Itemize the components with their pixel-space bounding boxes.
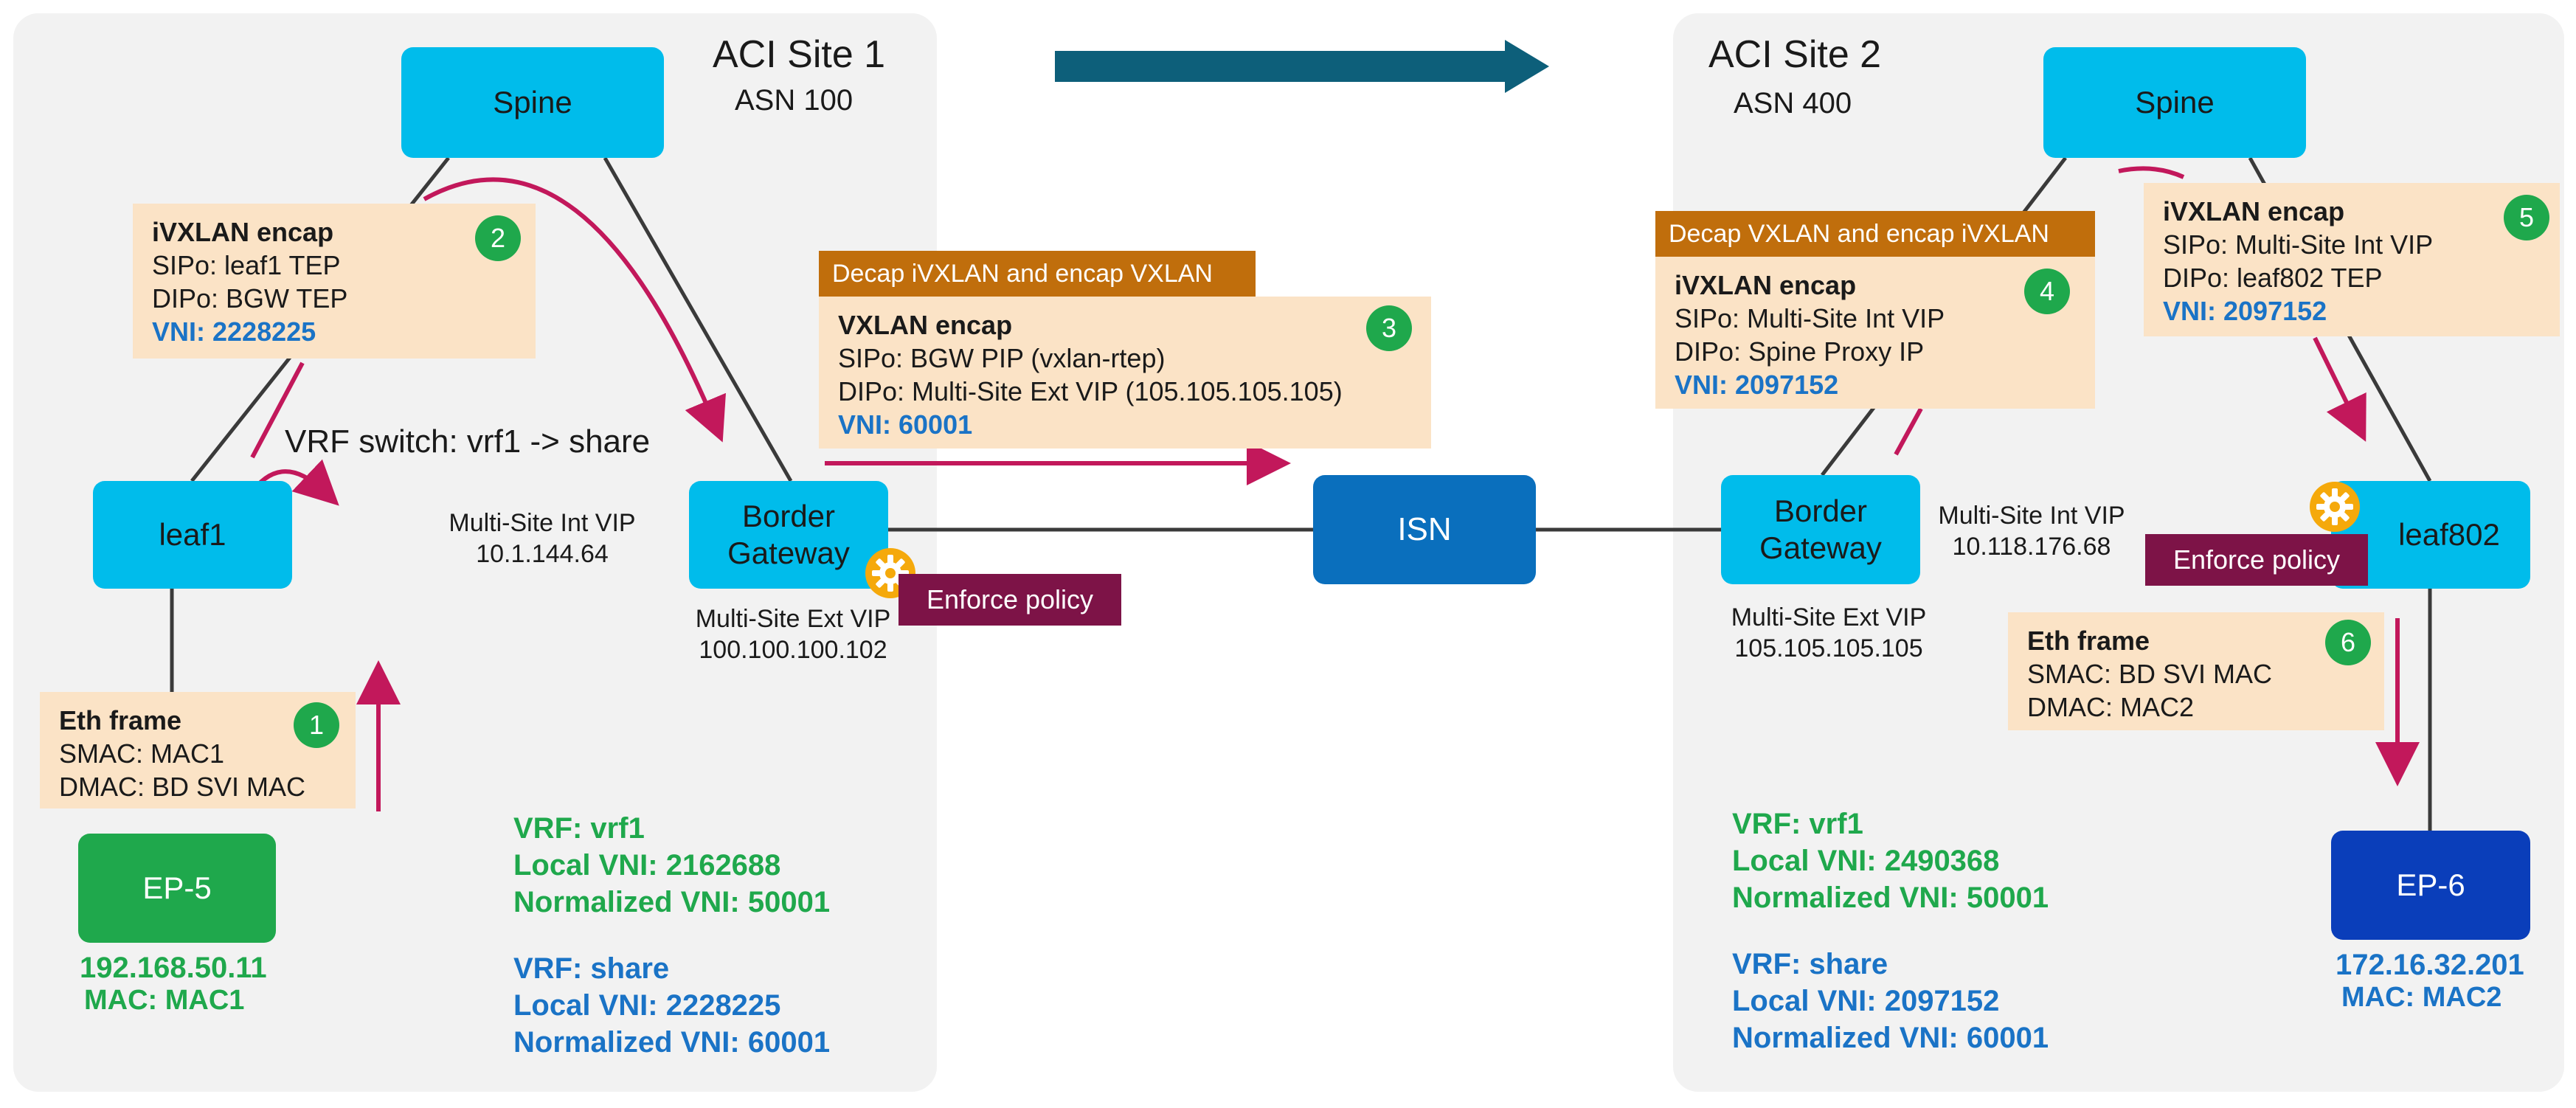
site1-title: ACI Site 1 xyxy=(713,33,886,76)
step4-line2: DIPo: Spine Proxy IP xyxy=(1675,336,1925,367)
site1-leaf1[interactable]: leaf1 xyxy=(93,481,292,589)
step2-line1: SIPo: leaf1 TEP xyxy=(152,250,341,280)
site1-asn: ASN 100 xyxy=(735,84,854,117)
site2-ext-vip: Multi-Site Ext VIP 105.105.105.105 xyxy=(1707,602,1950,664)
ep5-ip: 192.168.50.11 xyxy=(80,952,267,984)
step4-badge: 4 xyxy=(2024,269,2070,314)
step5-badge: 5 xyxy=(2504,195,2549,240)
flow-arrow-spine2 xyxy=(2118,166,2185,179)
site2-ext-vip-value: 105.105.105.105 xyxy=(1734,634,1923,662)
flow-arrow-step5 xyxy=(2313,336,2366,442)
step3-header: Decap iVXLAN and encap VXLAN xyxy=(819,251,1256,297)
site1-enforce-policy: Enforce policy xyxy=(899,574,1121,626)
step5-vni: VNI: 2097152 xyxy=(2163,296,2327,326)
step2-line2: DIPo: BGW TEP xyxy=(152,283,348,314)
step6-panel: Eth frame SMAC: BD SVI MAC DMAC: MAC2 xyxy=(2008,612,2384,730)
step6-title: Eth frame xyxy=(2027,626,2150,656)
site2-vrf1-name: VRF: vrf1 xyxy=(1732,808,1863,840)
step4-title: iVXLAN encap xyxy=(1675,270,1857,300)
link-spine1-bgw1 xyxy=(603,156,793,482)
step1-title: Eth frame xyxy=(59,705,182,735)
site2-share-info: VRF: share Local VNI: 2097152 Normalized… xyxy=(1732,946,2049,1056)
step4-vni: VNI: 2097152 xyxy=(1675,370,1839,400)
ep5-info: 192.168.50.11 MAC: MAC1 xyxy=(80,952,267,1017)
site2-int-vip-label: Multi-Site Int VIP xyxy=(1938,502,2125,530)
step3-vni: VNI: 60001 xyxy=(838,409,973,440)
site2-ext-vip-label: Multi-Site Ext VIP xyxy=(1731,603,1927,631)
vrf-switch-label: VRF switch: vrf1 -> share xyxy=(285,423,651,460)
site2-vrf1-local-vni: Local VNI: 2490368 xyxy=(1732,845,2000,877)
step6-line1: SMAC: BD SVI MAC xyxy=(2027,659,2273,689)
site2-border-gateway-label: Border Gateway xyxy=(1759,493,1882,565)
site1-vrf1-name: VRF: vrf1 xyxy=(513,812,645,845)
site2-leaf802[interactable]: leaf802 xyxy=(2331,481,2530,589)
step1-line1: SMAC: MAC1 xyxy=(59,738,225,769)
site2-enforce-policy: Enforce policy xyxy=(2145,534,2368,586)
site2-border-gateway[interactable]: Border Gateway xyxy=(1721,475,1920,584)
ep6-info: 172.16.32.201 MAC: MAC2 xyxy=(2336,949,2524,1014)
site1-vrf1-info: VRF: vrf1 Local VNI: 2162688 Normalized … xyxy=(513,810,830,921)
step3-line1: SIPo: BGW PIP (vxlan-rtep) xyxy=(838,343,1166,373)
site1-ext-vip: Multi-Site Ext VIP 100.100.100.102 xyxy=(671,603,915,665)
ep6-ip: 172.16.32.201 xyxy=(2336,949,2524,981)
step3-title: VXLAN encap xyxy=(838,310,1013,340)
step2-title: iVXLAN encap xyxy=(152,217,334,247)
site1-ext-vip-label: Multi-Site Ext VIP xyxy=(695,605,891,633)
step3-panel: VXLAN encap SIPo: BGW PIP (vxlan-rtep) D… xyxy=(819,297,1431,449)
site1-int-vip-value: 10.1.144.64 xyxy=(476,540,609,568)
step4-panel: iVXLAN encap SIPo: Multi-Site Int VIP DI… xyxy=(1655,257,2095,409)
site2-asn: ASN 400 xyxy=(1734,87,1852,120)
site2-gear-icon xyxy=(2310,482,2360,532)
site2-share-name: VRF: share xyxy=(1732,948,1888,980)
step6-badge: 6 xyxy=(2325,620,2371,665)
site1-border-gateway[interactable]: Border Gateway xyxy=(689,481,888,589)
site2-share-normalized-vni: Normalized VNI: 60001 xyxy=(1732,1022,2049,1054)
site2-leaf802-label: leaf802 xyxy=(2398,516,2500,552)
site1-vrf1-normalized-vni: Normalized VNI: 50001 xyxy=(513,886,831,918)
step3-badge: 3 xyxy=(1366,305,1412,351)
flow-arrow-spine-to-bgw xyxy=(423,177,726,443)
step5-panel: iVXLAN encap SIPo: Multi-Site Int VIP DI… xyxy=(2144,183,2560,336)
ep5-node[interactable]: EP-5 xyxy=(78,834,276,943)
site1-int-vip-label: Multi-Site Int VIP xyxy=(449,509,636,537)
step2-panel: iVXLAN encap SIPo: leaf1 TEP DIPo: BGW T… xyxy=(133,204,536,359)
site1-ext-vip-value: 100.100.100.102 xyxy=(699,636,887,664)
site2-vrf1-info: VRF: vrf1 Local VNI: 2490368 Normalized … xyxy=(1732,806,2049,916)
step1-badge: 1 xyxy=(294,702,339,748)
isn-node[interactable]: ISN xyxy=(1313,475,1536,584)
step5-line2: DIPo: leaf802 TEP xyxy=(2163,263,2383,293)
site1-share-info: VRF: share Local VNI: 2228225 Normalized… xyxy=(513,950,830,1061)
ep6-mac: MAC: MAC2 xyxy=(2341,982,2502,1013)
site1-spine[interactable]: Spine xyxy=(401,47,664,158)
step5-title: iVXLAN encap xyxy=(2163,196,2345,226)
site2-share-local-vni: Local VNI: 2097152 xyxy=(1732,985,2000,1017)
step4-header: Decap VXLAN and encap iVXLAN xyxy=(1655,211,2095,257)
site1-int-vip: Multi-Site Int VIP 10.1.144.64 xyxy=(435,508,649,569)
step2-badge: 2 xyxy=(475,215,521,261)
site1-vrf1-local-vni: Local VNI: 2162688 xyxy=(513,849,781,882)
site2-int-vip-value: 10.118.176.68 xyxy=(1952,533,2111,561)
site1-border-gateway-label: Border Gateway xyxy=(727,498,850,570)
step3-line2: DIPo: Multi-Site Ext VIP (105.105.105.10… xyxy=(838,376,1343,406)
step6-line2: DMAC: MAC2 xyxy=(2027,692,2195,722)
step1-line2: DMAC: BD SVI MAC xyxy=(59,772,306,802)
ep5-mac: MAC: MAC1 xyxy=(84,985,245,1016)
step2-vni: VNI: 2228225 xyxy=(152,316,316,347)
site1-share-local-vni: Local VNI: 2228225 xyxy=(513,989,781,1022)
step5-line1: SIPo: Multi-Site Int VIP xyxy=(2163,229,2434,260)
site2-vrf1-normalized-vni: Normalized VNI: 50001 xyxy=(1732,882,2049,914)
site1-share-name: VRF: share xyxy=(513,952,670,985)
site1-share-normalized-vni: Normalized VNI: 60001 xyxy=(513,1026,831,1059)
ep6-node[interactable]: EP-6 xyxy=(2331,831,2530,940)
flow-arrow-leaf-to-spine xyxy=(250,361,305,459)
site2-title: ACI Site 2 xyxy=(1708,33,1882,76)
site2-int-vip: Multi-Site Int VIP 10.118.176.68 xyxy=(1921,500,2142,562)
step4-line1: SIPo: Multi-Site Int VIP xyxy=(1675,303,1945,333)
flow-arrow-bgw2-up xyxy=(1894,407,1923,456)
site-transition-arrowhead xyxy=(1505,40,1549,93)
site2-spine[interactable]: Spine xyxy=(2043,47,2306,158)
